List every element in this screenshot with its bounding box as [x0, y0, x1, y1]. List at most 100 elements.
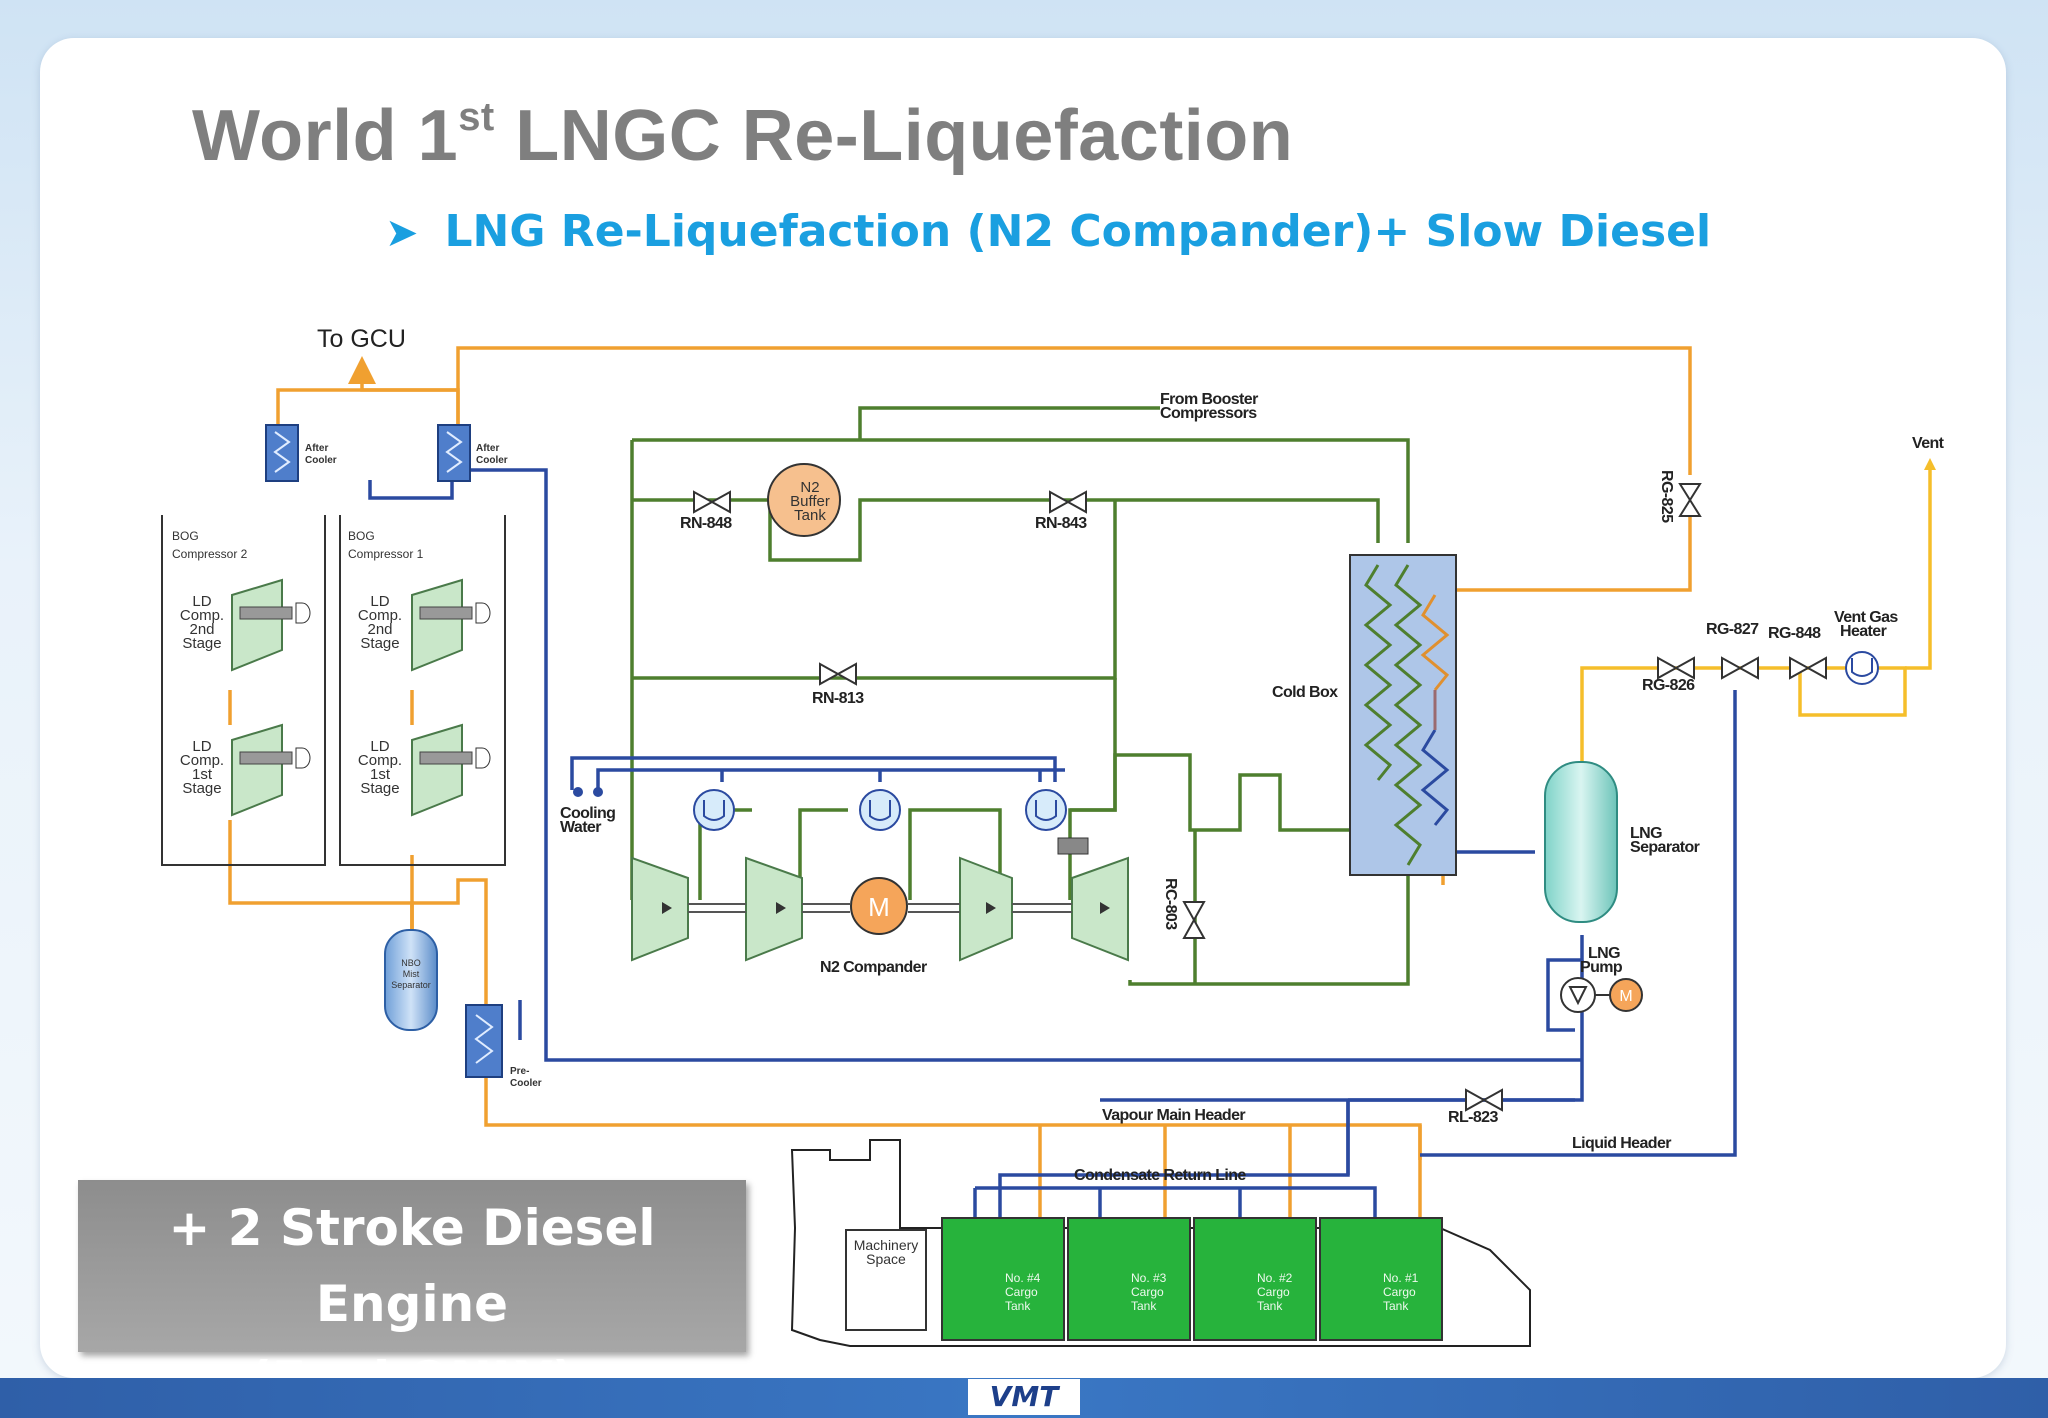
cold-box-coils	[1363, 564, 1450, 866]
svg-text:No. #4: No. #4	[1005, 1271, 1041, 1285]
arrow-bullet-icon: ➤	[385, 210, 419, 256]
bog-lines	[228, 346, 1692, 1225]
n2-compander-label: N2 Compander	[820, 959, 927, 976]
svg-text:Separator: Separator	[391, 980, 431, 990]
cooling-water-label: Cooling	[560, 805, 615, 822]
svg-text:RG-825: RG-825	[1658, 470, 1675, 523]
svg-text:NBO: NBO	[401, 958, 421, 968]
svg-text:Stage: Stage	[182, 635, 221, 652]
title-main: World 1	[192, 96, 459, 176]
svg-text:RN-848: RN-848	[680, 515, 732, 532]
subtitle-text: LNG Re-Liquefaction (N2 Compander)+ Slow…	[444, 206, 1712, 257]
svg-text:2nd: 2nd	[367, 621, 392, 638]
cold-box	[1349, 554, 1457, 876]
lng-pump-motor-label: M	[1619, 988, 1632, 1005]
valves	[693, 483, 1827, 1112]
svg-text:Comp.: Comp.	[180, 607, 224, 624]
svg-text:No. #1: No. #1	[1383, 1271, 1419, 1285]
mist-separator	[384, 929, 438, 1031]
n2-compander-motor-label: M	[868, 892, 890, 922]
svg-text:Cargo: Cargo	[1383, 1285, 1416, 1299]
svg-text:RG-826: RG-826	[1642, 677, 1695, 694]
svg-text:Tank: Tank	[1257, 1299, 1283, 1313]
svg-text:Stage: Stage	[360, 780, 399, 797]
after-cooler-2	[265, 424, 299, 482]
svg-text:Comp.: Comp.	[358, 752, 402, 769]
n2-compander	[631, 837, 1129, 962]
svg-text:Mist: Mist	[403, 969, 420, 979]
lng-separator-label-2: Separator	[1630, 839, 1700, 856]
slide-subtitle: ➤ LNG Re-Liquefaction (N2 Compander)+ Slo…	[385, 206, 1711, 257]
ld-compressors	[231, 578, 491, 817]
cargo-tanks	[941, 1217, 1443, 1341]
svg-text:RN-813: RN-813	[812, 690, 864, 707]
lng-pump-label-2: Pump	[1580, 959, 1623, 976]
lng-separator	[1544, 761, 1618, 923]
n2-buffer-tank-label: N2 Buffer Tank	[790, 479, 830, 524]
svg-text:Stage: Stage	[360, 635, 399, 652]
pre-cooler-label-2: Cooler	[510, 1078, 542, 1089]
ld-compressor-labels: LD Comp. 2nd Stage LD Comp. 2nd Stage LD…	[180, 593, 402, 797]
from-booster-label-2: Compressors	[1160, 405, 1257, 422]
svg-text:LD: LD	[192, 593, 211, 610]
title-superscript: st	[458, 95, 495, 139]
mist-separator-label: NBO Mist Separator	[391, 958, 431, 990]
svg-text:Cargo: Cargo	[1005, 1285, 1038, 1299]
bog-compressor-1-label: BOG	[348, 529, 375, 543]
after-cooler-2-label: After	[305, 443, 328, 454]
svg-text:Tank: Tank	[794, 507, 826, 524]
svg-text:RC-803: RC-803	[1162, 878, 1179, 930]
vent-gas-heater-label: Vent Gas	[1834, 609, 1898, 626]
valve-labels: RN-848 RN-843 RN-813 RG-826 RG-827 RG-84…	[680, 470, 1822, 1126]
svg-text:RG-848: RG-848	[1768, 625, 1821, 642]
svg-text:1st: 1st	[192, 766, 213, 783]
to-gcu-label: To GCU	[317, 325, 406, 353]
pre-cooler-label: Pre-	[510, 1066, 529, 1077]
vent-gas-heater-label-2: Heater	[1840, 623, 1887, 640]
after-cooler-1-label-2: Cooler	[476, 455, 508, 466]
pump-symbol-icon	[1568, 986, 1588, 1006]
compander-flow-arrow-icons	[662, 902, 1110, 914]
svg-text:Comp.: Comp.	[180, 752, 224, 769]
slide-title: World 1st LNGC Re-Liquefaction	[192, 95, 1293, 177]
bog-compressor-frames	[161, 515, 506, 866]
cargo-tank-labels: No. #4 Cargo Tank No. #3 Cargo Tank No. …	[1005, 1271, 1419, 1313]
svg-text:Tank: Tank	[1131, 1299, 1157, 1313]
machinery-space-label: Machinery	[854, 1237, 919, 1253]
cold-box-label: Cold Box	[1272, 684, 1338, 701]
machinery-space-label-2: Space	[866, 1251, 906, 1267]
after-cooler-1-label: After	[476, 443, 499, 454]
after-cooler-2-label-2: Cooler	[305, 455, 337, 466]
vent-gas-heater	[1845, 651, 1879, 685]
to-gcu-arrow-icon	[357, 362, 369, 374]
vapour-main-header-label: Vapour Main Header	[1102, 1107, 1245, 1124]
svg-text:1st: 1st	[370, 766, 391, 783]
vent-label: Vent	[1912, 435, 1945, 452]
vmt-logo: VMT	[968, 1379, 1080, 1415]
machinery-space	[845, 1229, 927, 1331]
cooling-water-inlet-icon	[573, 787, 583, 797]
bog-compressor-2-sublabel: Compressor 2	[172, 547, 248, 561]
lng-separator-label: LNG	[1630, 825, 1662, 842]
from-booster-label: From Booster	[1160, 391, 1258, 408]
cooling-water-label-2: Water	[560, 819, 601, 836]
svg-text:LD: LD	[192, 738, 211, 755]
svg-text:Buffer: Buffer	[790, 493, 830, 510]
svg-text:LD: LD	[370, 738, 389, 755]
n2-buffer-tank	[767, 463, 841, 537]
lng-pump-motor	[1609, 978, 1643, 1012]
svg-text:RN-843: RN-843	[1035, 515, 1087, 532]
svg-text:Cargo: Cargo	[1131, 1285, 1164, 1299]
liquid-lines	[368, 468, 1737, 1245]
lng-pump-label: LNG	[1588, 945, 1620, 962]
svg-text:No. #3: No. #3	[1131, 1271, 1167, 1285]
bog-compressor-2-label: BOG	[172, 529, 199, 543]
svg-text:LD: LD	[370, 593, 389, 610]
svg-text:No. #2: No. #2	[1257, 1271, 1293, 1285]
liquid-header-label: Liquid Header	[1572, 1135, 1671, 1152]
svg-text:Cargo: Cargo	[1257, 1285, 1290, 1299]
diesel-engine-callout: + 2 Stroke Diesel Engine (Fuel ONLY)	[78, 1180, 746, 1409]
svg-text:Stage: Stage	[182, 780, 221, 797]
condensate-return-line-label: Condensate Return Line	[1074, 1167, 1246, 1184]
vent-arrow-icon	[1924, 458, 1936, 470]
